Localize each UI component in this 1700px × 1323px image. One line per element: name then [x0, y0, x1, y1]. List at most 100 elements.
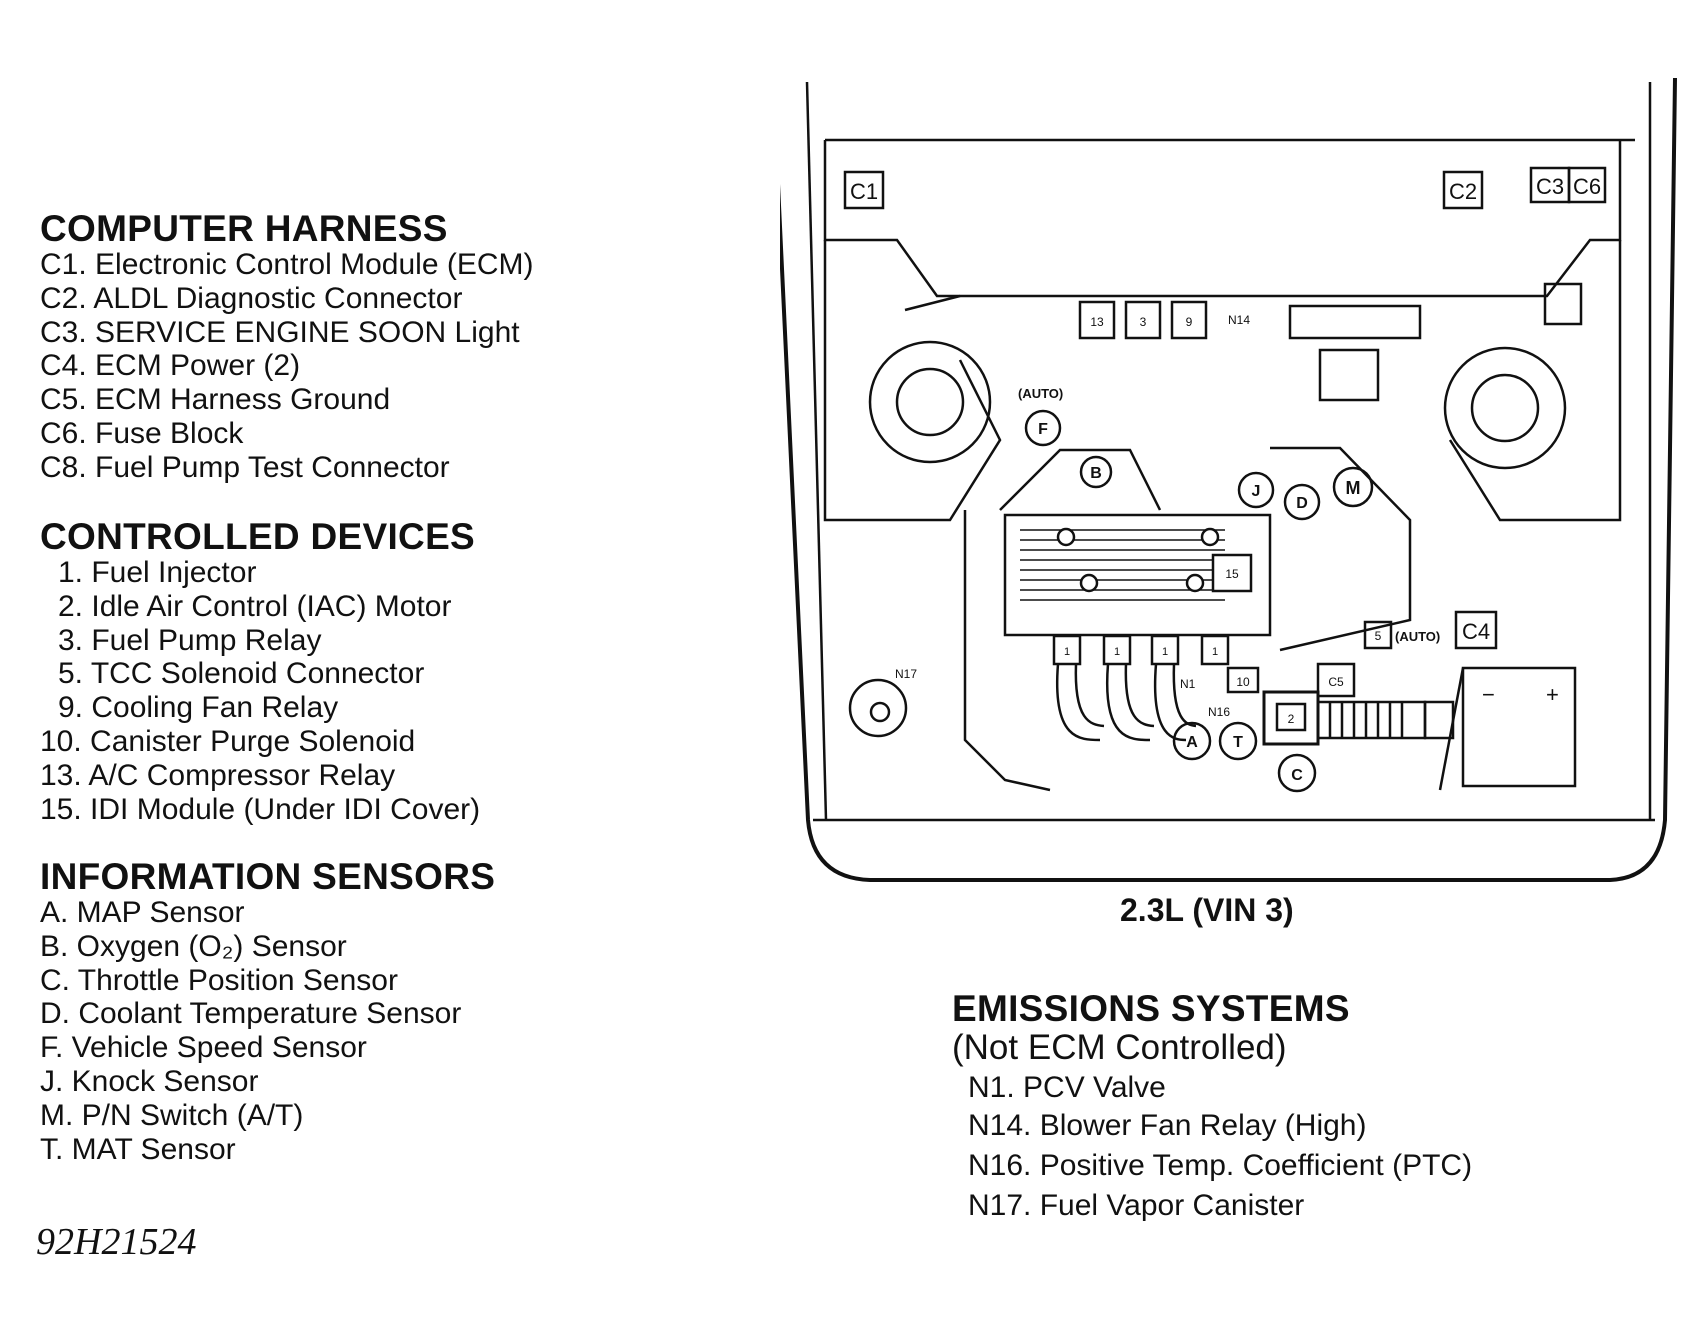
- sensor-m-circle: [1332, 466, 1374, 508]
- sensor-c-circle: [1277, 753, 1317, 793]
- sensor-j-label: J: [1252, 483, 1261, 500]
- connector-c1-box: [843, 170, 885, 210]
- diagram-title: 2.3L (VIN 3): [1120, 892, 1294, 928]
- air-intake-end: [1423, 700, 1455, 740]
- tcc-connector-5-label: 5: [1375, 629, 1382, 643]
- connector-c2-label: C2: [1449, 179, 1477, 204]
- cover-bolt-3: [1079, 573, 1099, 593]
- injector-1c-label: 1: [1162, 646, 1168, 658]
- vapor-canister-n17: [848, 678, 908, 738]
- cover-bolt-2: [1200, 527, 1220, 547]
- connector-c6-box: [1567, 166, 1607, 204]
- pcv-valve-n1-label: N1: [1180, 677, 1196, 691]
- sensor-f-circle: [1024, 409, 1062, 447]
- sensor-d-circle: [1283, 483, 1321, 521]
- legend-item-5: 5. TCC Solenoid Connector: [58, 657, 425, 691]
- legend-item-a: A. MAP Sensor: [40, 896, 245, 929]
- idi-module-15-label: 15: [1225, 567, 1239, 581]
- controlled-devices-title: CONTROLLED DEVICES: [40, 516, 476, 557]
- ground-c5-label: C5: [1328, 675, 1344, 689]
- legend-item-2: 2. Idle Air Control (IAC) Motor: [58, 589, 452, 623]
- relay-13-label: 13: [1090, 315, 1104, 329]
- relay-3-label: 3: [1140, 315, 1147, 329]
- vehicle-body-outline: [780, 77, 1677, 882]
- sensor-j-circle: [1237, 471, 1275, 509]
- computer-harness-title: COMPUTER HARNESS: [40, 208, 448, 249]
- sensor-t-label: T: [1233, 734, 1243, 751]
- legend-item-n17: N17. Fuel Vapor Canister: [968, 1189, 1305, 1222]
- iac-motor-box: [1275, 702, 1307, 732]
- left-strut-tower: [868, 340, 992, 464]
- legend-item-c8: C8. Fuel Pump Test Connector: [40, 450, 450, 484]
- legend-item-n14: N14. Blower Fan Relay (High): [968, 1109, 1367, 1142]
- ptc-n16-label: N16: [1208, 705, 1230, 719]
- vapor-canister-port: [869, 701, 891, 723]
- battery-negative-icon: −: [1482, 682, 1495, 707]
- information-sensors-legend: INFORMATION SENSORS A. MAP Sensor B. Oxy…: [40, 858, 680, 1166]
- tcc-connector-5-box: [1363, 620, 1393, 650]
- sensor-f-label: F: [1038, 421, 1048, 438]
- left-frame-bar: [904, 294, 961, 312]
- legend-item-3: 3. Fuel Pump Relay: [58, 623, 322, 657]
- legend-item-13: 13. A/C Compressor Relay: [40, 758, 396, 792]
- fuel-injectors: [1052, 634, 1230, 742]
- idi-module-cover: [1003, 513, 1272, 637]
- body-inner-left-edge: [805, 81, 828, 821]
- right-strut-tower: [1443, 346, 1567, 470]
- legend-item-j: J. Knock Sensor: [40, 1064, 259, 1098]
- sensor-d-label: D: [1296, 495, 1308, 512]
- transmission-outline: [1270, 446, 1412, 652]
- intake-outline: [999, 448, 1162, 511]
- sensor-a-label: A: [1186, 734, 1198, 751]
- legend-item-15: 15. IDI Module (Under IDI Cover): [40, 792, 481, 826]
- legend-item-c5: C5. ECM Harness Ground: [40, 383, 391, 417]
- left-fender-outline: [823, 240, 1002, 522]
- legend-item-c4: C4. ECM Power (2): [40, 349, 301, 383]
- emissions-subtitle: (Not ECM Controlled): [952, 1028, 1287, 1067]
- legend-item-c2: C2. ALDL Diagnostic Connector: [40, 281, 463, 315]
- connector-c1-label: C1: [850, 179, 878, 204]
- vapor-canister-n17-label: N17: [895, 667, 917, 681]
- legend-item-d: D. Coolant Temperature Sensor: [40, 997, 462, 1031]
- sensor-m-label: M: [1346, 478, 1361, 498]
- connector-c2-box: [1442, 170, 1484, 210]
- legend-item-c3: C3. SERVICE ENGINE SOON Light: [40, 315, 520, 349]
- legend-item-m: M. P/N Switch (A/T): [40, 1098, 304, 1132]
- sensor-b-label: B: [1090, 465, 1102, 482]
- legend-item-n1: N1. PCV Valve: [968, 1071, 1166, 1104]
- connector-c4-box: [1454, 610, 1498, 650]
- emissions-legend: EMISSIONS SYSTEMS (Not ECM Controlled) N…: [952, 990, 1652, 1226]
- relay-3-box: [1124, 300, 1162, 340]
- ground-c5-box: [1316, 662, 1356, 698]
- auto-label-5: (AUTO): [1395, 629, 1440, 644]
- left-strut-inner: [895, 367, 965, 437]
- legend-item-9: 9. Cooling Fan Relay: [58, 691, 339, 725]
- legend-item-b: B. Oxygen (O₂) Sensor: [40, 929, 347, 963]
- iac-motor-label: 2: [1288, 712, 1295, 726]
- emissions-title: EMISSIONS SYSTEMS: [952, 988, 1350, 1029]
- right-fender-outline: [1448, 240, 1622, 522]
- legend-item-1: 1. Fuel Injector: [58, 556, 257, 589]
- legend-item-10: 10. Canister Purge Solenoid: [40, 724, 416, 758]
- relay-9-box: [1170, 300, 1208, 340]
- controlled-devices-legend: CONTROLLED DEVICES 1. Fuel Injector 2. I…: [40, 518, 680, 826]
- legend-item-c6: C6. Fuse Block: [40, 416, 244, 450]
- legend-item-c1: C1. Electronic Control Module (ECM): [40, 248, 534, 281]
- purge-solenoid-10-box: [1226, 666, 1260, 694]
- engine-compartment-diagram: C1 C2 C3 C6 C4 13 3 9 N14 (AUTO) F 15 B …: [780, 77, 1677, 882]
- legend-item-t: T. MAT Sensor: [40, 1132, 236, 1166]
- battery: [1461, 666, 1577, 788]
- connector-c4-label: C4: [1462, 619, 1490, 644]
- master-cylinder-cap: [1288, 304, 1422, 340]
- figure-reference-code: 92H21524: [36, 1221, 197, 1263]
- master-cylinder-body: [1318, 348, 1380, 402]
- air-intake-bellows: [1318, 700, 1427, 740]
- legend-item-n16: N16. Positive Temp. Coefficient (PTC): [968, 1149, 1473, 1182]
- connector-c3-label: C3: [1536, 174, 1564, 199]
- cover-bolt-1: [1056, 527, 1076, 547]
- front-panel-outline: [823, 140, 1622, 298]
- right-strut-inner: [1470, 373, 1540, 443]
- throttle-body: [1262, 690, 1320, 746]
- legend-item-f: F. Vehicle Speed Sensor: [40, 1031, 367, 1065]
- cover-bolt-4: [1185, 573, 1205, 593]
